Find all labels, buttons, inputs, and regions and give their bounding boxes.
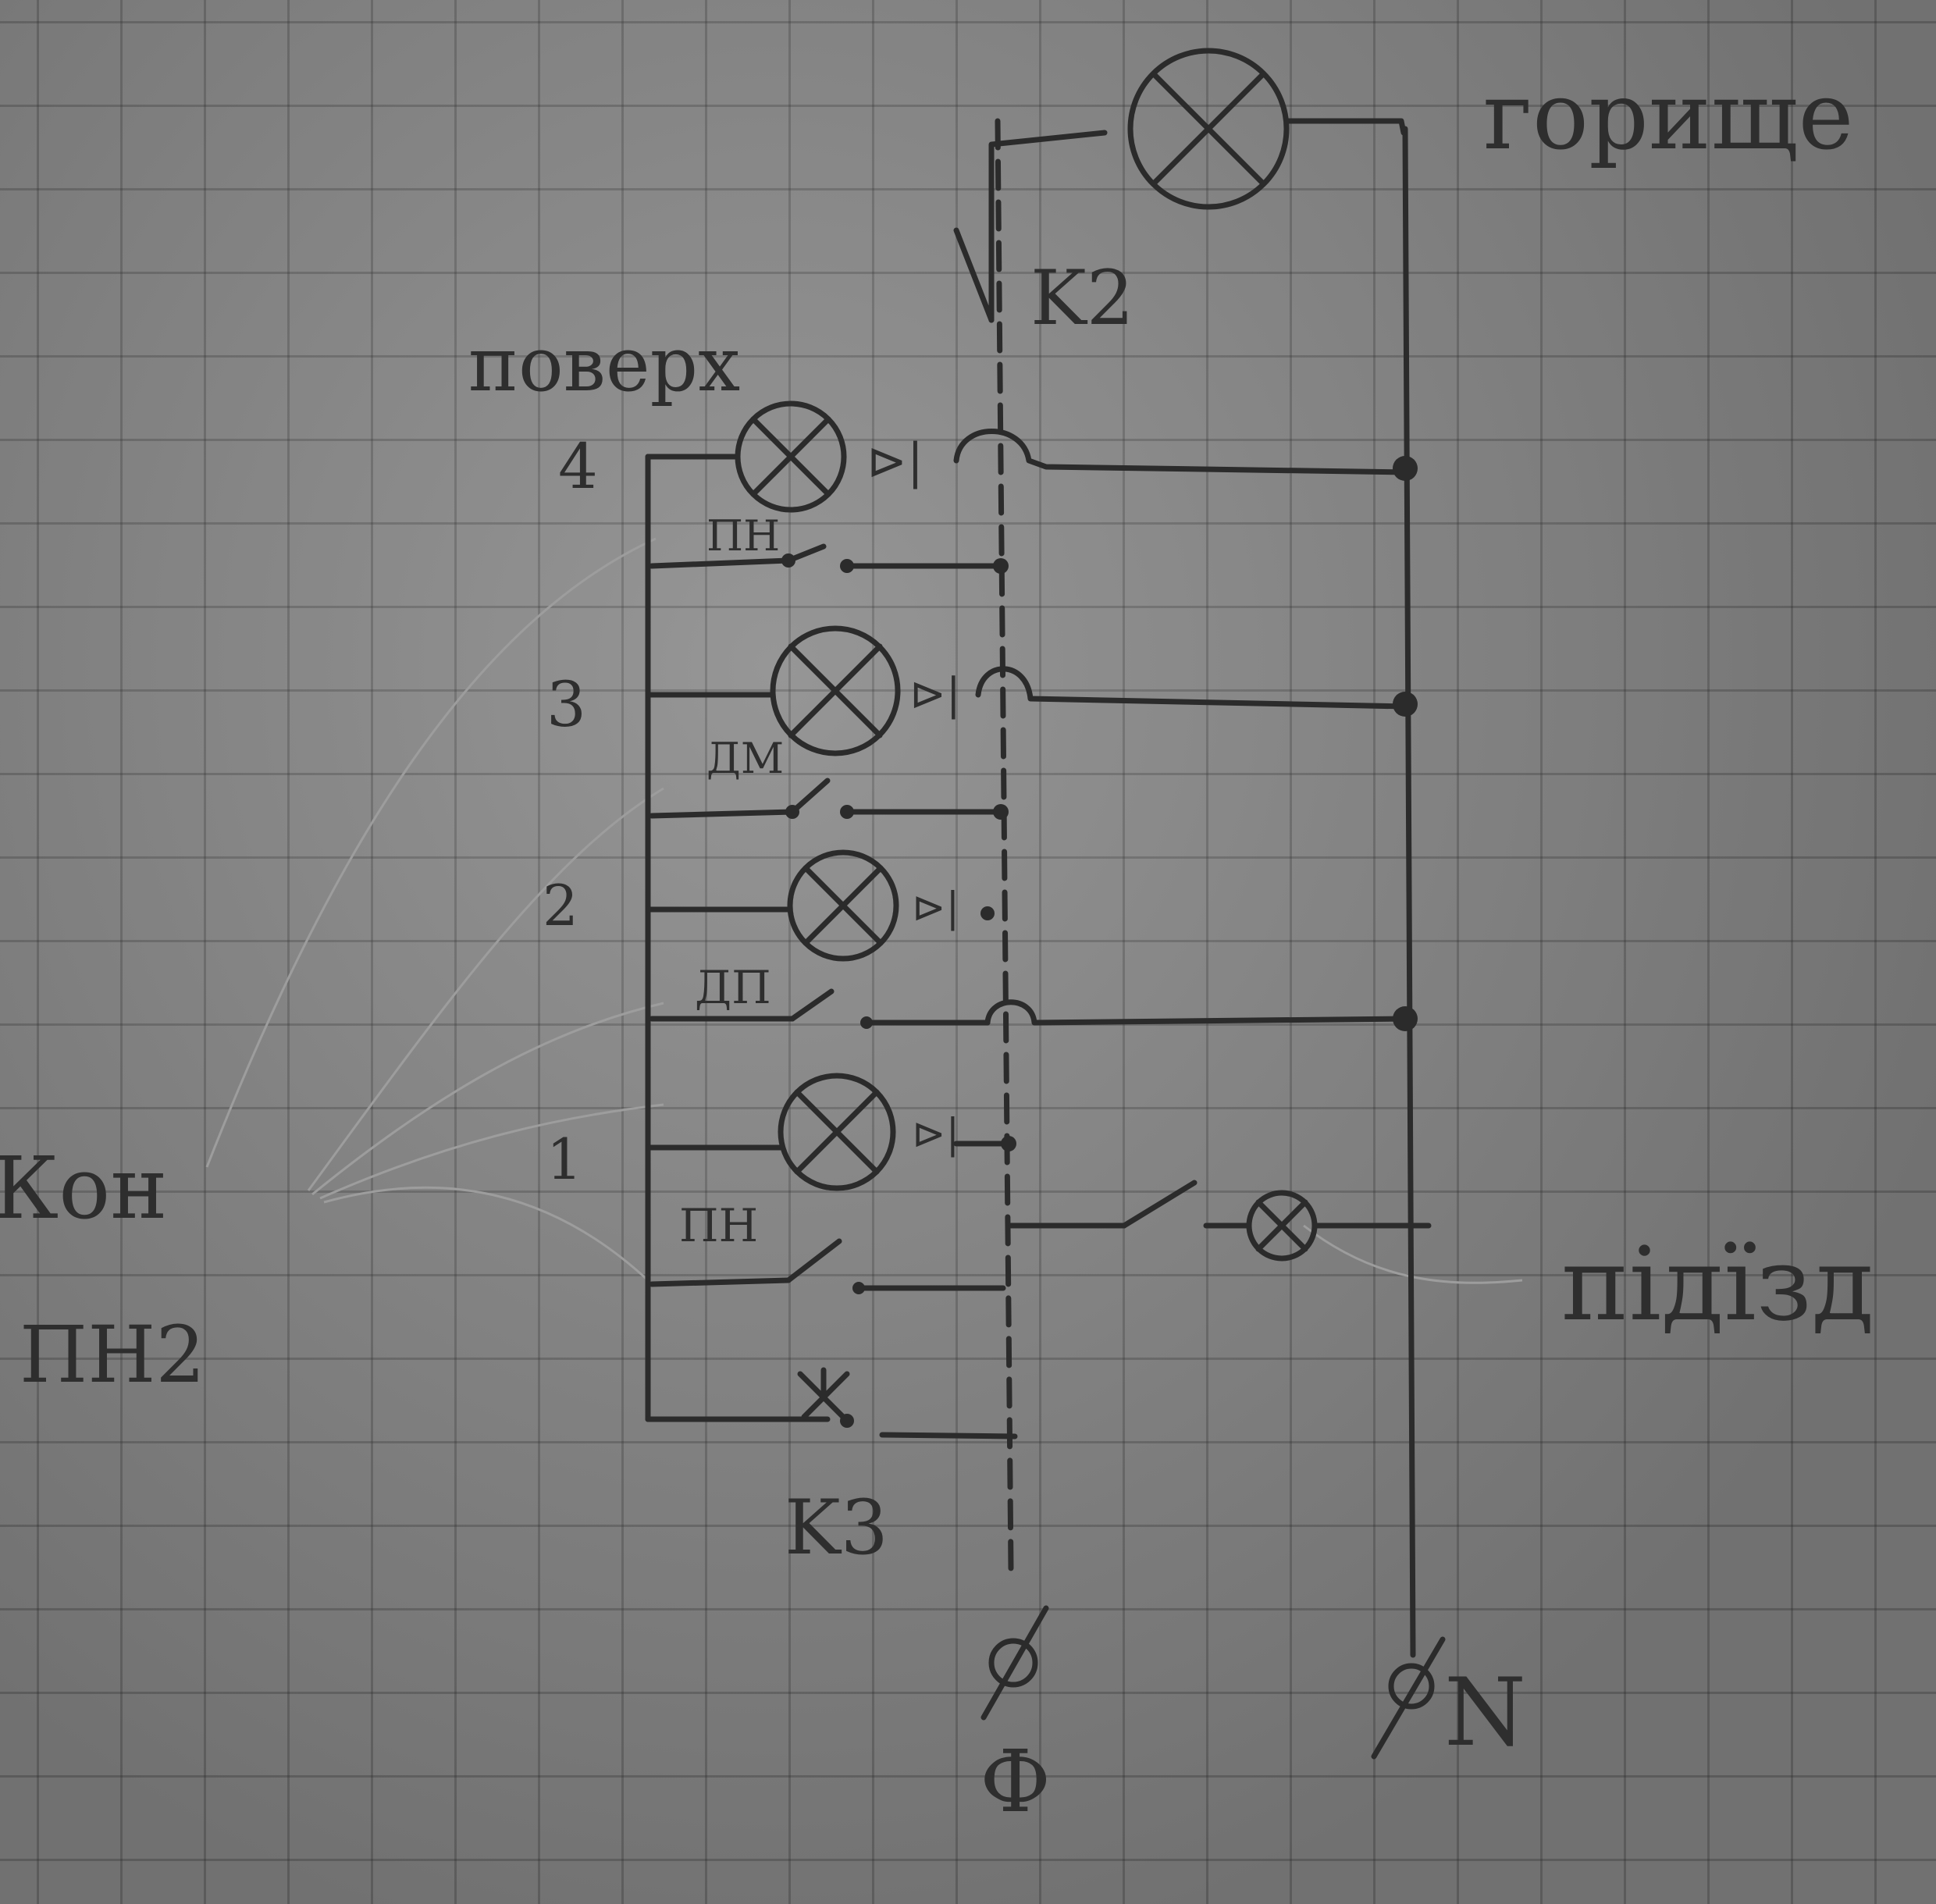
- switch-label: ПН2: [20, 1309, 205, 1400]
- svg-text:⊳|: ⊳|: [867, 432, 924, 489]
- svg-text:⊳|: ⊳|: [912, 884, 959, 931]
- entrance-switch-icon: [1121, 1180, 1198, 1229]
- floor-2-lamp-icon: [787, 849, 899, 962]
- k2-label: K2: [1030, 254, 1134, 342]
- leader-lines: [205, 537, 1523, 1284]
- floor-3-switch-icon: [789, 778, 831, 815]
- svg-text:⊳|: ⊳|: [909, 669, 961, 720]
- floor-2-circuit: ⊳|: [645, 849, 1418, 1031]
- floor-number-1: 1: [546, 1126, 582, 1192]
- neutral-line: [1402, 126, 1416, 1658]
- floor-number-2: 2: [543, 873, 578, 938]
- floor-2-switch-icon: [789, 988, 835, 1022]
- switch-prefix-label: Кон: [0, 1138, 168, 1238]
- floor-number-4: 4: [558, 430, 598, 503]
- floor-1-switch-label: ПН: [679, 1199, 758, 1252]
- attic-label: горище: [1483, 62, 1854, 171]
- floor-1-lamp-icon: [778, 1073, 896, 1191]
- floor-3-circuit: ⊳|: [645, 625, 1418, 820]
- floor-4-circuit: ⊳|: [645, 400, 1418, 574]
- floors-heading: поверх: [468, 321, 740, 408]
- k2-switch-icon: [953, 227, 995, 323]
- phase-line: [995, 118, 1014, 1572]
- k3-label: K3: [785, 1484, 888, 1571]
- neutral-label: N: [1444, 1659, 1526, 1767]
- phase-label: Ф: [980, 1731, 1051, 1831]
- neutral-terminal-icon: [1388, 1663, 1435, 1710]
- floor-number-3: 3: [546, 668, 586, 741]
- floor-3-lamp-icon: [770, 625, 901, 756]
- phase-terminal-icon: [988, 1638, 1038, 1688]
- floor-1-switch-icon: [785, 1238, 842, 1283]
- phase-terminal: [980, 1605, 1049, 1721]
- entrance-label: підїзд: [1561, 1225, 1874, 1343]
- k3-circuit: [645, 1367, 1018, 1440]
- floor-4-switch-label: ПН: [706, 511, 780, 561]
- svg-text:⊳|: ⊳|: [912, 1111, 959, 1158]
- floor-3-switch-label: ДМ: [706, 734, 784, 783]
- attic-lamp-circuit: [953, 48, 1407, 323]
- attic-lamp-icon: [1127, 48, 1290, 210]
- floor-2-switch-label: ДП: [695, 961, 771, 1014]
- floor-4-lamp-icon: [735, 400, 847, 513]
- neutral-terminal: [1371, 1636, 1446, 1760]
- floor-1-circuit: ⊳|: [645, 1073, 1432, 1294]
